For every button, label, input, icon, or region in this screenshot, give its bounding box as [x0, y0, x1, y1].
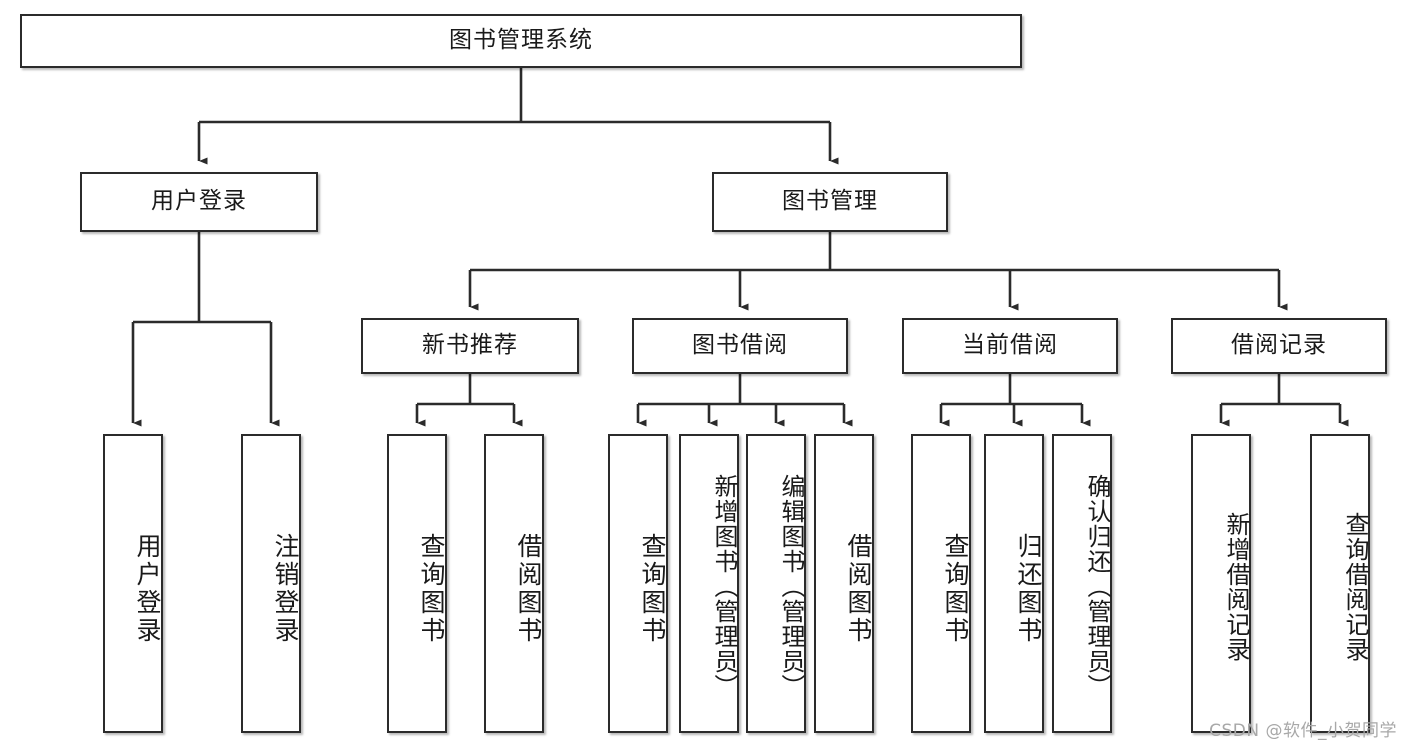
node-new-book-rec[interactable]: 新书推荐 [361, 318, 579, 374]
node-label: 用户登录 [133, 532, 162, 645]
node-label: 借阅图书 [514, 532, 543, 645]
node-label: 编辑图书（管理员） [777, 474, 805, 699]
node-borrow-record[interactable]: 借阅记录 [1171, 318, 1387, 374]
node-leaf-add-book[interactable]: 新增图书（管理员） [679, 434, 739, 733]
node-leaf-return-book[interactable]: 归还图书 [984, 434, 1044, 733]
node-root[interactable]: 图书管理系统 [20, 14, 1022, 68]
node-book-manage[interactable]: 图书管理 [712, 172, 948, 232]
node-leaf-query-book-2[interactable]: 查询图书 [608, 434, 668, 733]
node-label: 用户登录 [151, 188, 247, 215]
node-leaf-query-book-3[interactable]: 查询图书 [911, 434, 971, 733]
node-label: 查询图书 [638, 532, 667, 645]
node-label: 查询图书 [941, 532, 970, 645]
node-leaf-user-login[interactable]: 用户登录 [103, 434, 163, 733]
node-label: 当前借阅 [962, 332, 1058, 359]
node-leaf-user-logout[interactable]: 注销登录 [241, 434, 301, 733]
node-label: 借阅图书 [844, 532, 873, 645]
node-label: 注销登录 [271, 532, 300, 645]
node-label: 确认归还（管理员） [1083, 474, 1111, 699]
node-current-borrow[interactable]: 当前借阅 [902, 318, 1118, 374]
node-leaf-query-book-1[interactable]: 查询图书 [387, 434, 447, 733]
node-label: 查询借阅记录 [1341, 511, 1369, 662]
node-label: 新增图书（管理员） [710, 474, 738, 699]
node-leaf-edit-book[interactable]: 编辑图书（管理员） [746, 434, 806, 733]
node-label: 查询图书 [417, 532, 446, 645]
node-label: 借阅记录 [1231, 332, 1327, 359]
node-label: 新书推荐 [422, 332, 518, 359]
node-book-borrow[interactable]: 图书借阅 [632, 318, 848, 374]
node-leaf-borrow-book-1[interactable]: 借阅图书 [484, 434, 544, 733]
node-leaf-add-record[interactable]: 新增借阅记录 [1191, 434, 1251, 733]
node-leaf-query-record[interactable]: 查询借阅记录 [1310, 434, 1370, 733]
node-label: 图书管理 [782, 188, 878, 215]
node-label: 新增借阅记录 [1222, 511, 1250, 662]
node-label: 图书管理系统 [449, 27, 593, 54]
node-label: 图书借阅 [692, 332, 788, 359]
node-leaf-confirm-return[interactable]: 确认归还（管理员） [1052, 434, 1112, 733]
node-leaf-borrow-book-2[interactable]: 借阅图书 [814, 434, 874, 733]
node-user-login[interactable]: 用户登录 [80, 172, 318, 232]
node-label: 归还图书 [1014, 532, 1043, 645]
csdn-watermark: CSDN @软件_小贺同学 [1209, 721, 1397, 741]
